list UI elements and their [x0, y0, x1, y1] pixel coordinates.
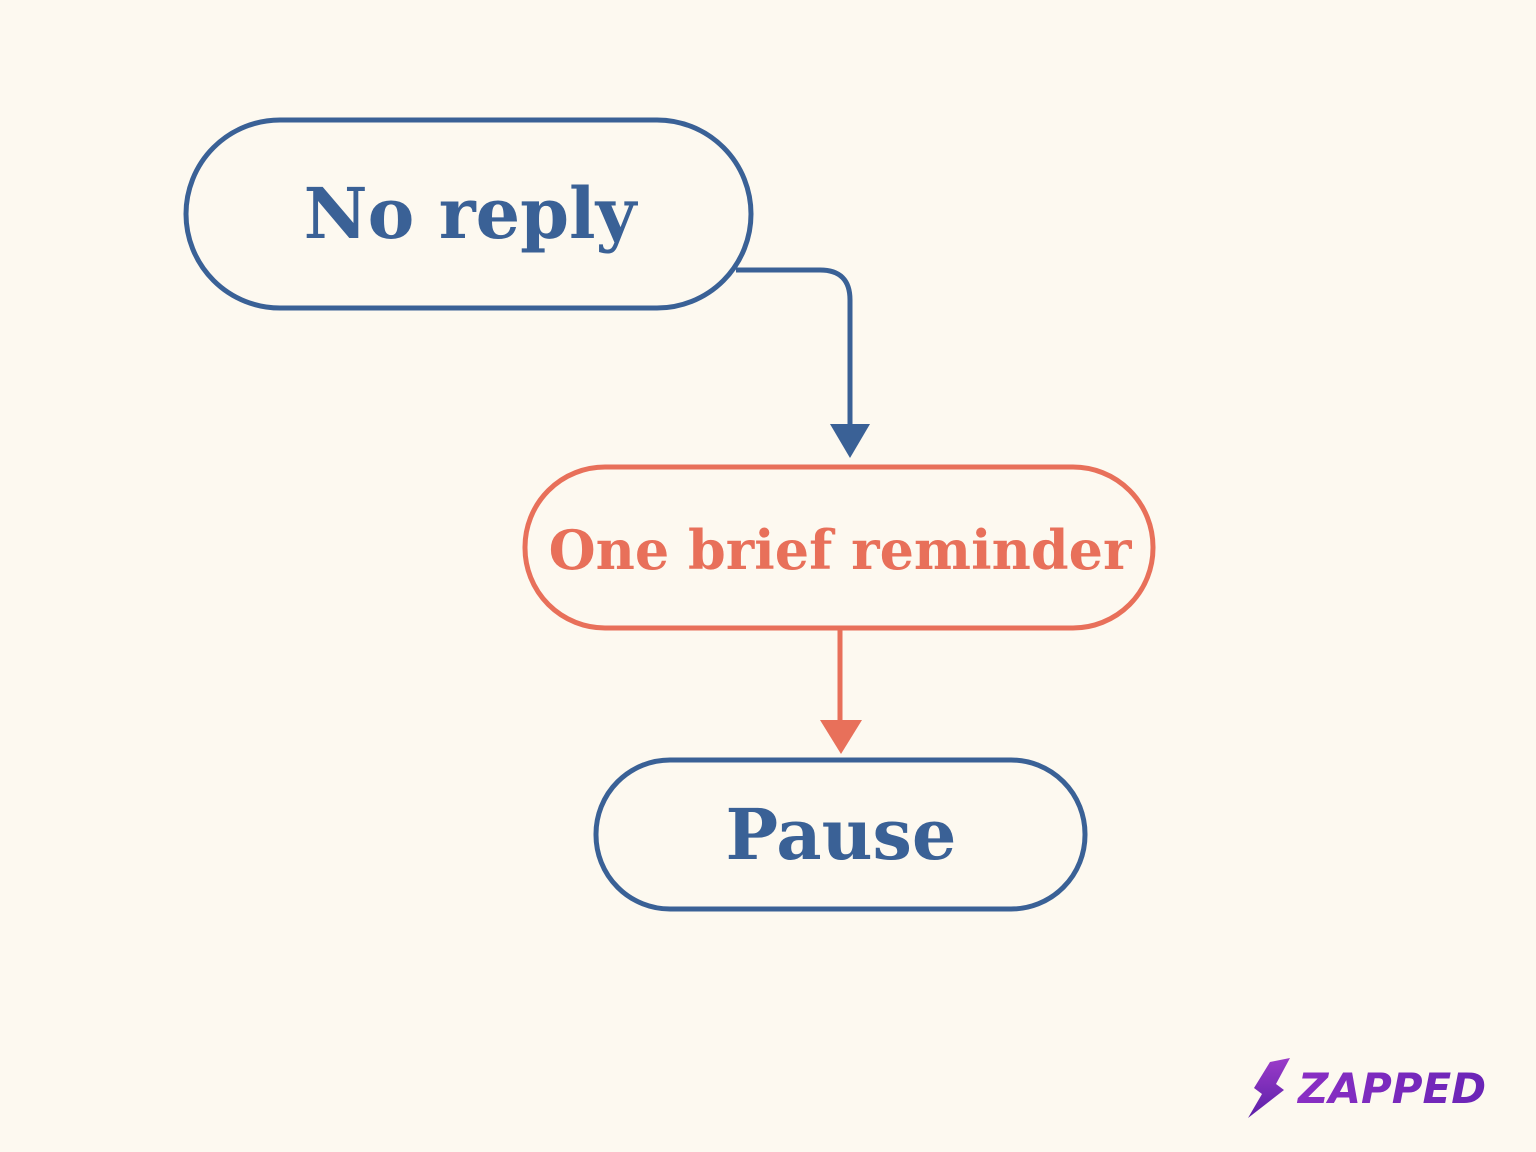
node-one-brief-reminder-shape [522, 464, 1156, 631]
node-pause-label: Pause [726, 793, 957, 876]
node-no-reply: No reply [183, 117, 754, 311]
connector-start-to-middle [736, 267, 870, 458]
node-pause: Pause [593, 757, 1088, 912]
node-one-brief-reminder: One brief reminder [522, 464, 1156, 631]
node-one-brief-reminder-label: One brief reminder [549, 518, 1132, 582]
node-no-reply-label: No reply [304, 172, 639, 255]
brand-name: ZAPPED [1296, 1064, 1486, 1113]
node-pause-shape [593, 757, 1088, 912]
arrowhead-down-icon [830, 424, 870, 458]
lightning-bolt-icon [1248, 1058, 1290, 1118]
arrowhead-down-icon [820, 720, 862, 754]
brand-logo: ZAPPED [1248, 1058, 1486, 1118]
connector-start-to-middle-line [736, 267, 853, 428]
connector-middle-to-end [820, 630, 862, 754]
node-no-reply-shape [183, 117, 754, 311]
